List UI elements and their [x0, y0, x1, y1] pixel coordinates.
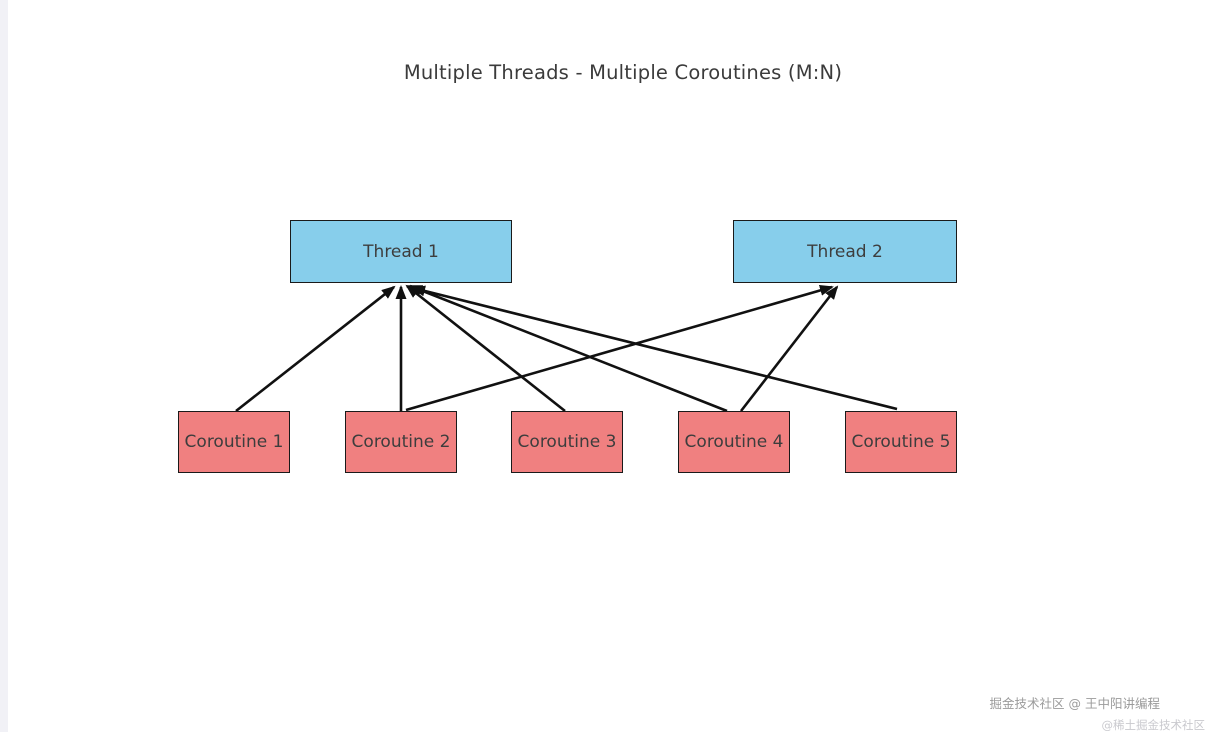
arrow-coroutine-3-to-thread-1 — [405, 284, 566, 413]
watermark-community-text: 掘金技术社区 @ 王中阳讲编程 — [989, 696, 1160, 711]
node-thread-1: Thread 1 — [290, 220, 512, 283]
left-edge-strip — [0, 0, 8, 732]
node-coroutine-1: Coroutine 1 — [178, 411, 290, 473]
arrow-coroutine-1-to-thread-1 — [235, 285, 396, 413]
node-label: Coroutine 4 — [684, 432, 784, 452]
arrow-coroutine-4-to-thread-1 — [408, 284, 728, 413]
node-coroutine-5: Coroutine 5 — [845, 411, 957, 473]
node-coroutine-2: Coroutine 2 — [345, 411, 457, 473]
node-label: Coroutine 3 — [517, 432, 617, 452]
node-label: Coroutine 1 — [184, 432, 284, 452]
arrow-coroutine-4-to-thread-2 — [739, 285, 839, 412]
node-coroutine-3: Coroutine 3 — [511, 411, 623, 473]
diagram-title: Multiple Threads - Multiple Coroutines (… — [403, 61, 843, 84]
node-label: Coroutine 2 — [351, 432, 451, 452]
node-label: Coroutine 5 — [851, 432, 951, 452]
watermark-faint-text: @稀土掘金技术社区 — [1101, 718, 1206, 732]
arrow-coroutine-2-to-thread-2 — [405, 285, 834, 412]
node-label: Thread 1 — [363, 241, 439, 262]
node-label: Thread 2 — [807, 241, 883, 262]
node-thread-2: Thread 2 — [733, 220, 957, 283]
node-coroutine-4: Coroutine 4 — [678, 411, 790, 473]
arrow-coroutine-5-to-thread-1 — [411, 285, 898, 411]
